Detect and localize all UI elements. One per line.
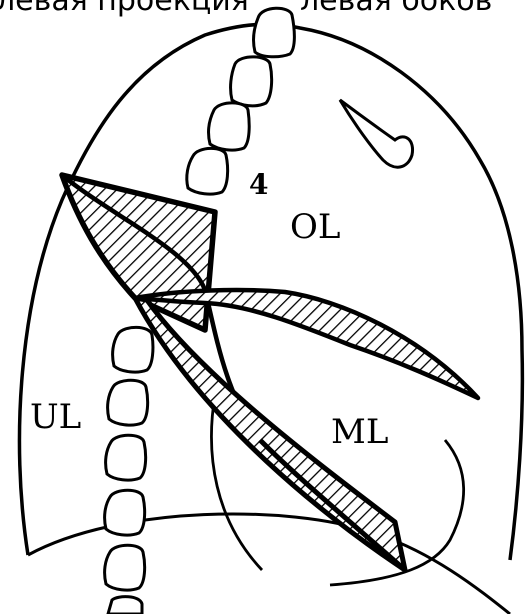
- diaphragm-line: [28, 514, 510, 614]
- lobe-label-ol: OL: [290, 210, 340, 244]
- rib-number-label: 4: [249, 171, 268, 199]
- middle-lobe-lower-border: [260, 440, 405, 570]
- spine-lower: [105, 327, 153, 614]
- scapula-mark: [340, 100, 413, 167]
- lobe-label-ml: ML: [331, 415, 388, 449]
- lobe-label-ul: UL: [30, 400, 81, 434]
